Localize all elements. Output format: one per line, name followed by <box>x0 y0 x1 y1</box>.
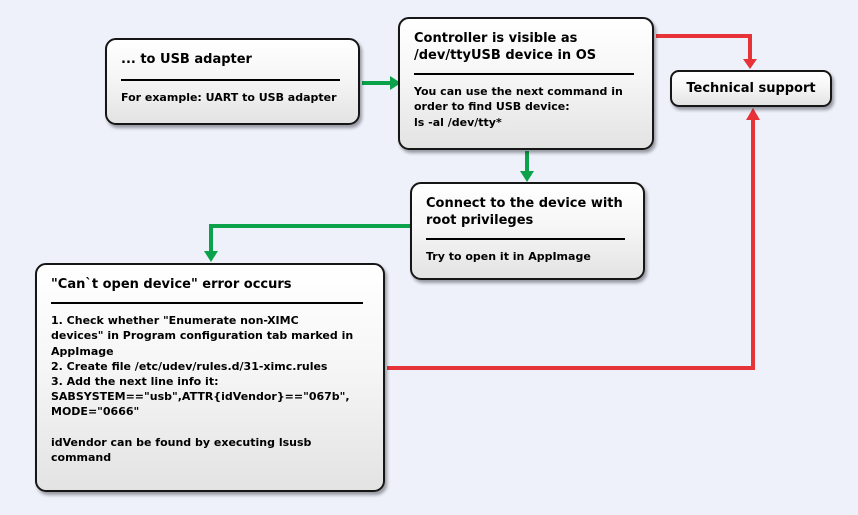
edge-adapter-to-controller <box>362 76 401 90</box>
node-usb-adapter-title: ... to USB adapter <box>121 52 252 67</box>
node-technical-support: Technical support <box>670 70 832 107</box>
node-cant-open-title: "Can`t open device" error occurs <box>51 277 292 292</box>
node-tech-support-title: Technical support <box>686 80 816 96</box>
node-connect-root-title: Connect to the device with root privileg… <box>426 196 623 229</box>
edge-controller-to-support <box>656 34 757 69</box>
node-connect-root-privileges: Connect to the device with root privileg… <box>410 182 645 280</box>
node-divider <box>51 302 363 305</box>
node-controller-body: You can use the next command in order to… <box>414 85 623 129</box>
node-connect-root-body: Try to open it in AppImage <box>426 250 591 264</box>
node-divider <box>414 73 634 76</box>
node-divider <box>426 238 625 241</box>
node-controller-title: Controller is visible as /dev/ttyUSB dev… <box>414 31 597 64</box>
node-usb-adapter: ... to USB adapter For example: UART to … <box>105 38 360 125</box>
node-controller-visible: Controller is visible as /dev/ttyUSB dev… <box>398 17 654 150</box>
edge-connect-to-error <box>204 224 410 262</box>
node-divider <box>121 79 340 82</box>
node-cant-open-device-error: "Can`t open device" error occurs 1. Chec… <box>35 263 385 492</box>
node-usb-adapter-body: For example: UART to USB adapter <box>121 91 337 105</box>
node-cant-open-body: 1. Check whether "Enumerate non-XIMC dev… <box>51 314 354 464</box>
edge-controller-to-connect <box>520 151 534 182</box>
